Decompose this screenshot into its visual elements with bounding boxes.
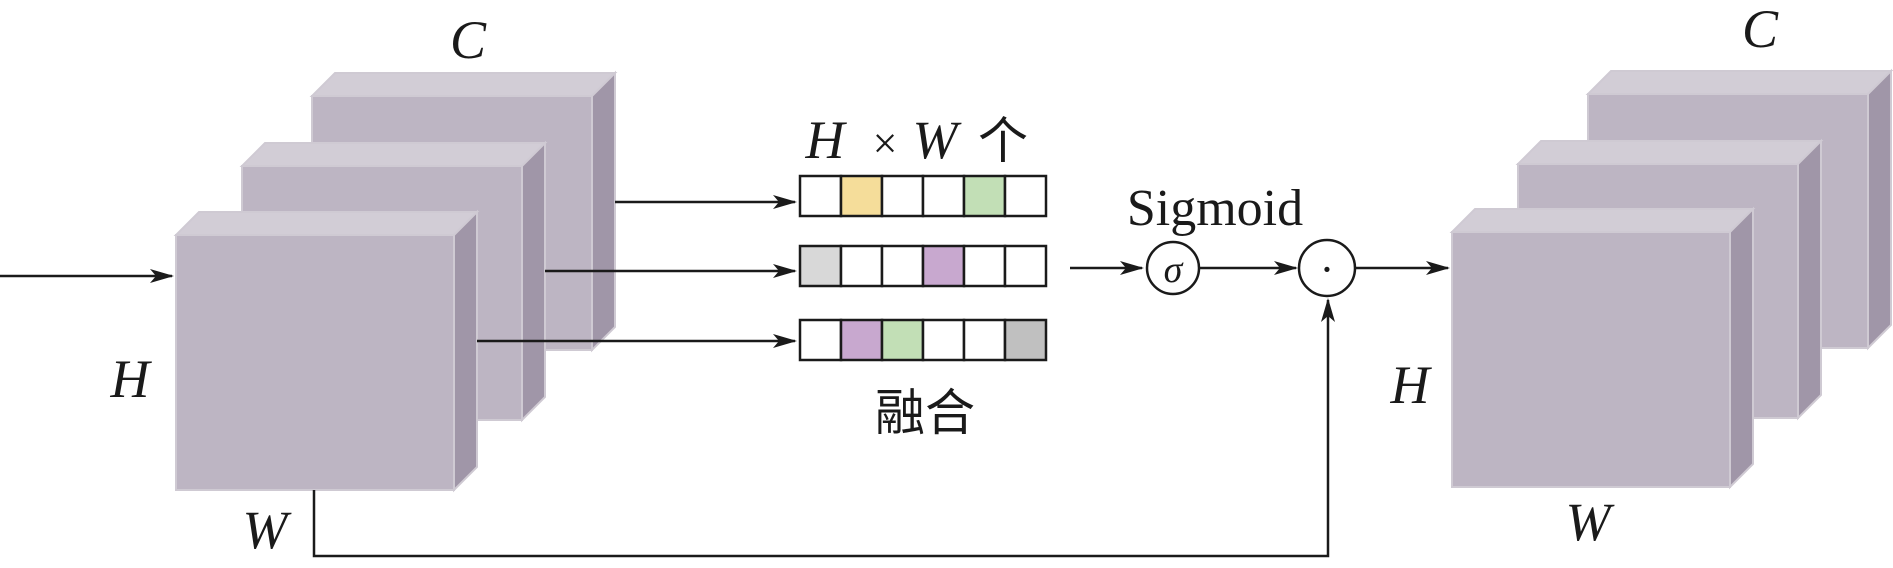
vector-cell — [798, 174, 843, 218]
vector-cell — [1003, 244, 1048, 288]
output-feature-maps — [1449, 68, 1893, 490]
multiply-symbol: · — [1320, 245, 1335, 294]
count-unit-label: 个 — [978, 112, 1028, 170]
vector-cell — [962, 244, 1007, 288]
vector-cell — [880, 174, 925, 218]
skip-connection — [312, 298, 1335, 558]
vector-cell — [839, 174, 884, 218]
multiply-node — [1297, 238, 1357, 298]
input-feature-maps — [173, 70, 618, 493]
connections — [0, 195, 1450, 558]
vector-cell — [1003, 174, 1048, 218]
vector-cell — [839, 318, 884, 362]
count-times-label: × — [873, 119, 898, 168]
vector-middle — [798, 244, 1048, 288]
vector-cell — [962, 174, 1007, 218]
fusion-vectors — [798, 174, 1048, 362]
output-h-label: H — [1390, 355, 1433, 415]
output-c-label: C — [1742, 0, 1779, 59]
count-h-label: H — [805, 110, 848, 170]
vector-cell — [798, 318, 843, 362]
input-w-label: W — [243, 500, 293, 560]
text-labels: C H W H × W 个 融合 Sigmoid σ · C H W — [110, 0, 1779, 560]
vector-cell — [839, 244, 884, 288]
sigma-symbol: σ — [1164, 249, 1184, 291]
vector-cell — [921, 244, 966, 288]
output-cube-front — [1449, 206, 1756, 490]
vector-cell — [962, 318, 1007, 362]
output-w-label: W — [1566, 492, 1616, 552]
vector-cell — [880, 244, 925, 288]
fusion-label: 融合 — [875, 384, 975, 442]
input-cube-front — [173, 209, 480, 493]
vector-bottom — [798, 318, 1048, 362]
vector-cell — [880, 318, 925, 362]
input-h-label: H — [110, 349, 153, 409]
vector-top — [798, 174, 1048, 218]
input-c-label: C — [450, 10, 487, 70]
vector-cell — [921, 174, 966, 218]
count-w-label: W — [913, 110, 963, 170]
vector-cell — [798, 244, 843, 288]
vector-cell — [921, 318, 966, 362]
sigmoid-node — [1145, 240, 1201, 296]
vector-cell — [1003, 318, 1048, 362]
sigmoid-label: Sigmoid — [1127, 180, 1303, 237]
